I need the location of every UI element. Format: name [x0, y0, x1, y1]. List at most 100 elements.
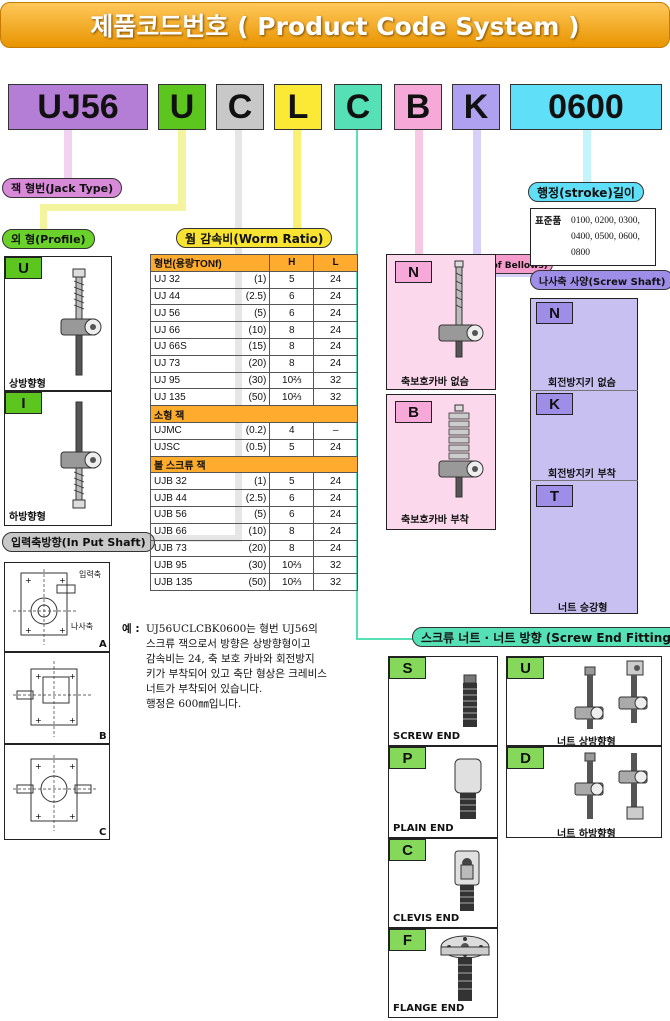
model-cell: UJ 32 (1)	[149, 270, 271, 289]
clevis-end-illustration	[454, 850, 480, 911]
table-section-label: 소형 잭	[150, 405, 358, 423]
model-cell: UJB 56(5)	[149, 505, 271, 524]
option-caption: 너트 상방향형	[557, 737, 616, 748]
model-name: UJB 73	[154, 542, 187, 554]
profile-option-i: I 하방향형	[4, 391, 112, 526]
label-stroke: 행정(stroke)길이	[528, 182, 644, 202]
code-segment-stroke: 0600	[510, 84, 662, 130]
model-cell: UJB 135 (50)	[149, 573, 271, 591]
label-jack-type: 잭 형번(Jack Type)	[2, 178, 123, 198]
capacity: (20)	[248, 542, 267, 554]
capacity: (10)	[248, 324, 267, 336]
capacity: (50)	[248, 576, 267, 588]
ratio-h-cell: 8	[269, 522, 315, 541]
screw-end-option-s: S SCREW END	[388, 656, 498, 746]
ratio-l-cell: 24	[313, 337, 358, 356]
capacity: (15)	[248, 341, 267, 353]
model-name: UJB 135	[154, 576, 193, 588]
ratio-h-cell: 10⅔	[269, 388, 315, 407]
note-line: 키가 부착되어 있고 축단 형상은 크레비스	[146, 668, 327, 680]
svg-text:+: +	[35, 672, 42, 681]
ratio-l-cell: 24	[313, 438, 358, 457]
option-caption: 회전방지키 부착	[548, 469, 616, 480]
option-letter: C	[389, 839, 426, 861]
screw-shaft-panel	[530, 298, 638, 614]
ratio-h-cell: 8	[269, 337, 315, 356]
table-header-cell: L	[313, 254, 358, 272]
code-segment-profile: U	[158, 84, 206, 130]
model-cell: UJ 56(5)	[149, 304, 271, 323]
model-cell: UJB 95(30)	[149, 556, 271, 575]
profile-option-u: U 상방향형	[4, 256, 112, 391]
model-name: UJ 66S	[154, 341, 187, 353]
model-name: UJB 66	[154, 526, 187, 538]
svg-text:+: +	[35, 716, 42, 725]
option-caption: 회전방지키 없슴	[548, 378, 616, 389]
ratio-h-cell: 6	[269, 287, 315, 306]
ratio-h-cell: 10⅔	[269, 556, 315, 575]
option-caption: 하방향형	[9, 512, 46, 523]
ratio-h-cell: 8	[269, 354, 315, 373]
dustproof-option-b: B 축보호카바 부착	[386, 394, 496, 530]
option-letter: N	[536, 302, 573, 324]
model-cell: UJB 66(10)	[149, 522, 271, 541]
option-caption: SCREW END	[393, 731, 461, 742]
screw-shaft-option-n: N 회전방지키 없슴	[530, 298, 638, 390]
flange-end-illustration	[440, 935, 490, 1001]
label-input-shaft: 입력축방향(In Put Shaft)	[2, 532, 155, 552]
ratio-l-cell: 24	[313, 304, 358, 323]
option-caption: 너트 승강형	[558, 603, 608, 614]
screw-end-option-f: F FLANGE END	[388, 928, 498, 1018]
ratio-h-cell: 6	[269, 304, 315, 323]
model-name: UJ 66	[154, 324, 181, 336]
option-caption: PLAIN END	[393, 823, 454, 834]
screw-end-option-c: C CLEVIS END	[388, 838, 498, 928]
ratio-h-cell: 5	[269, 270, 315, 289]
option-caption: CLEVIS END	[393, 913, 460, 924]
svg-text:+: +	[25, 626, 32, 635]
model-name: UJ 56	[154, 307, 181, 319]
connector-ratio	[293, 130, 301, 230]
table-section-label: 볼 스크류 잭	[150, 455, 358, 474]
capacity: (50)	[248, 391, 267, 403]
table-section-row: 소형 잭	[150, 405, 358, 423]
code-segment-jack-type: UJ56	[8, 84, 148, 130]
input-shaft-option-b: ++ ++ B	[4, 652, 110, 744]
model-name: UJ 95	[154, 374, 181, 386]
model-name: UJ 32	[154, 274, 181, 286]
connector-shaft	[473, 130, 481, 276]
model-cell: UJMC(0.2)	[149, 421, 271, 440]
ratio-h-cell: 10⅔	[269, 371, 315, 390]
capacity: (30)	[248, 559, 267, 571]
connector-stroke	[583, 130, 591, 182]
option-caption: 너트 하방향형	[557, 829, 616, 840]
option-letter: I	[5, 392, 42, 414]
model-cell: UJB 32(1)	[149, 472, 271, 491]
table-header-cell: 형번(용량TONf)	[149, 254, 271, 272]
connector-dust	[415, 130, 423, 254]
input-shaft-diagram-b: + + + +	[13, 661, 93, 737]
svg-text:+: +	[69, 716, 76, 725]
ratio-l-cell: 24	[313, 489, 358, 507]
model-cell: UJB 44(2.5)	[149, 489, 271, 507]
label-screw-shaft: 나사축 사양(Screw Shaft)	[530, 270, 670, 290]
nut-dir-option-d: D 너트 하방향형	[506, 746, 662, 840]
svg-text:+: +	[69, 672, 76, 681]
stroke-standard-label: 표준품	[535, 216, 562, 227]
code-segment-input-shaft: C	[216, 84, 264, 130]
model-name: UJ 44	[154, 290, 181, 302]
capacity: (1)	[254, 274, 267, 286]
option-letter: A	[99, 639, 107, 650]
connector-profile	[178, 130, 186, 210]
dustproof-option-n: N 축보호카바 없슴	[386, 254, 496, 390]
model-name: UJSC	[154, 442, 181, 454]
